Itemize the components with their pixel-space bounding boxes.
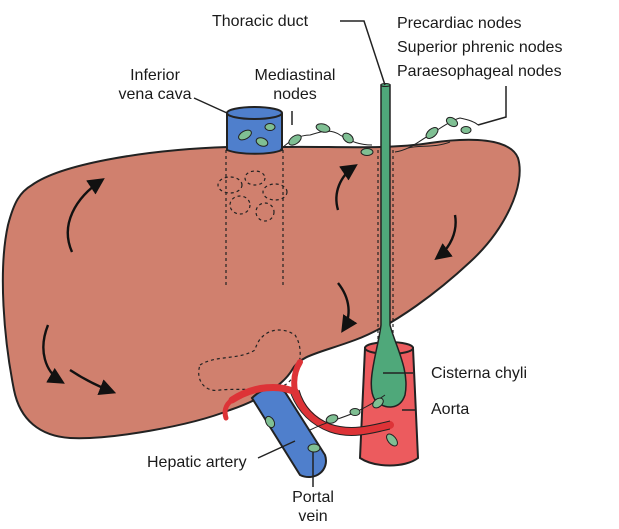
paraesophageal-nodes-label: Paraesophageal nodes <box>397 62 562 81</box>
cisterna-chyli-label: Cisterna chyli <box>431 364 527 383</box>
inferior-vena-cava-label-line1: Inferior <box>100 66 210 85</box>
inferior-vena-cava-label-line2: vena cava <box>100 85 210 104</box>
mediastinal-nodes-label-line1: Mediastinal <box>240 66 350 85</box>
mediastinal-nodes-label: Mediastinal nodes <box>240 66 350 104</box>
inferior-vena-cava <box>227 107 282 154</box>
inferior-vena-cava-label: Inferior vena cava <box>100 66 210 104</box>
hepatic-artery-label: Hepatic artery <box>147 453 247 472</box>
portal-vein-label-line1: Portal <box>273 488 353 507</box>
superior-phrenic-nodes-label: Superior phrenic nodes <box>397 38 562 57</box>
portal-vein <box>252 388 326 477</box>
thoracic-duct-label: Thoracic duct <box>212 12 308 31</box>
portal-vein-label: Portal vein <box>273 488 353 526</box>
aorta-label: Aorta <box>431 400 469 419</box>
portal-vein-label-line2: vein <box>273 507 353 526</box>
mediastinal-nodes-label-line2: nodes <box>240 85 350 104</box>
precardiac-nodes-label: Precardiac nodes <box>397 14 522 33</box>
